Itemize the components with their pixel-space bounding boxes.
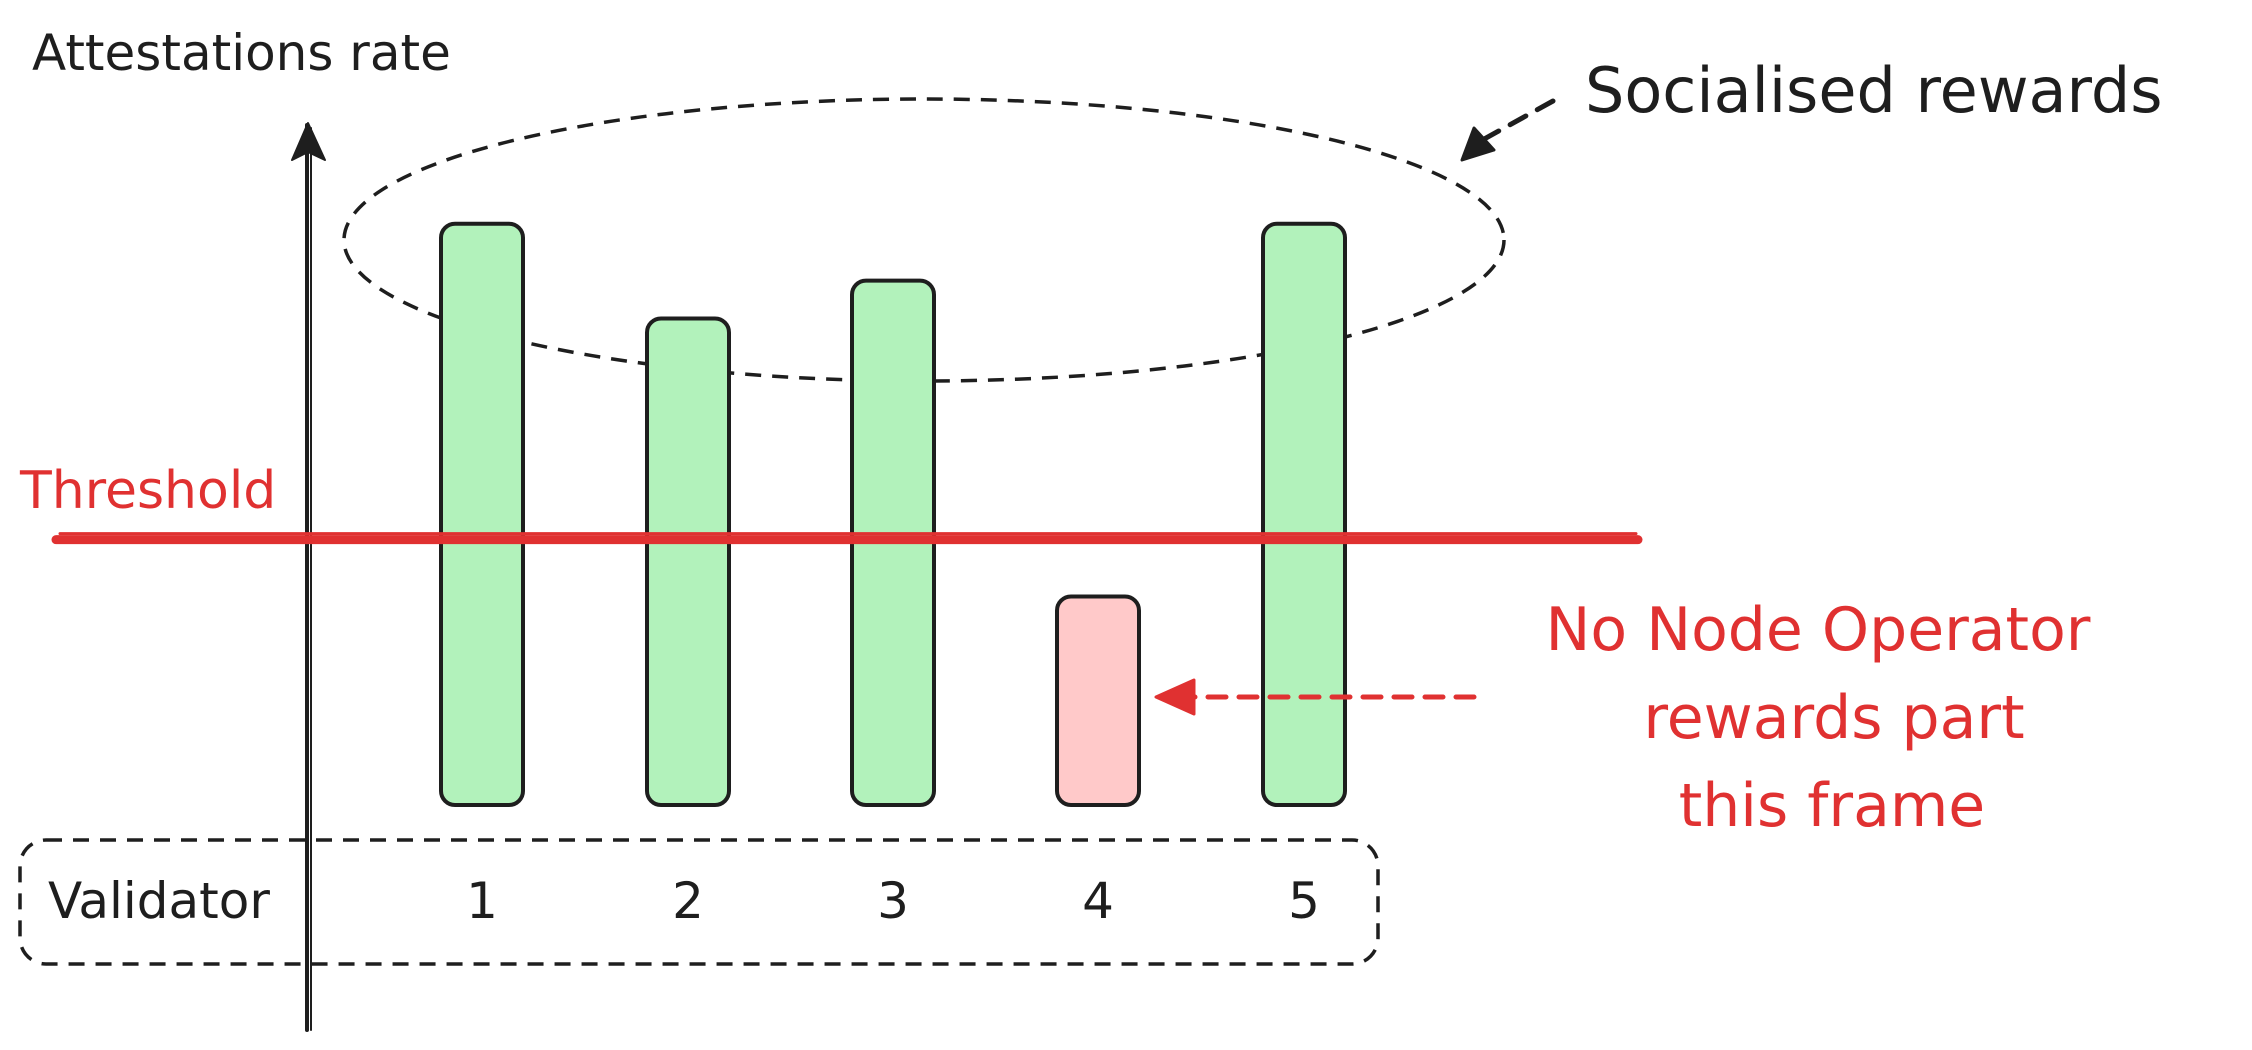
threshold-line xyxy=(51,532,1643,545)
y-axis-title: Attestations rate xyxy=(32,24,451,82)
tick-label-5: 5 xyxy=(1288,872,1320,930)
no-rewards-line-1: No Node Operator xyxy=(1546,595,2091,665)
threshold-label: Threshold xyxy=(19,461,276,521)
no-rewards-line-3: this frame xyxy=(1679,771,1985,841)
no-rewards-line-2: rewards part xyxy=(1643,683,2024,753)
tick-label-4: 4 xyxy=(1082,872,1114,930)
validator-row-box xyxy=(18,838,1380,966)
socialised-rewards-ellipse xyxy=(342,97,1506,383)
tick-label-2: 2 xyxy=(672,872,704,930)
bar-validator-1 xyxy=(439,221,525,807)
tick-label-3: 3 xyxy=(877,872,909,930)
y-axis xyxy=(291,122,326,1032)
x-axis-title: Validator xyxy=(48,872,270,930)
bar-validator-4 xyxy=(1055,594,1141,807)
socialised-rewards-label: Socialised rewards xyxy=(1585,54,2163,127)
bar-validator-2 xyxy=(645,316,731,807)
socialised-arrow-icon xyxy=(1460,98,1556,162)
bar-validator-5 xyxy=(1261,221,1347,807)
tick-labels: 1 2 3 4 5 xyxy=(466,872,1320,930)
no-rewards-arrow-icon xyxy=(1154,678,1477,716)
tick-label-1: 1 xyxy=(466,872,498,930)
bars-layer xyxy=(439,221,1347,808)
